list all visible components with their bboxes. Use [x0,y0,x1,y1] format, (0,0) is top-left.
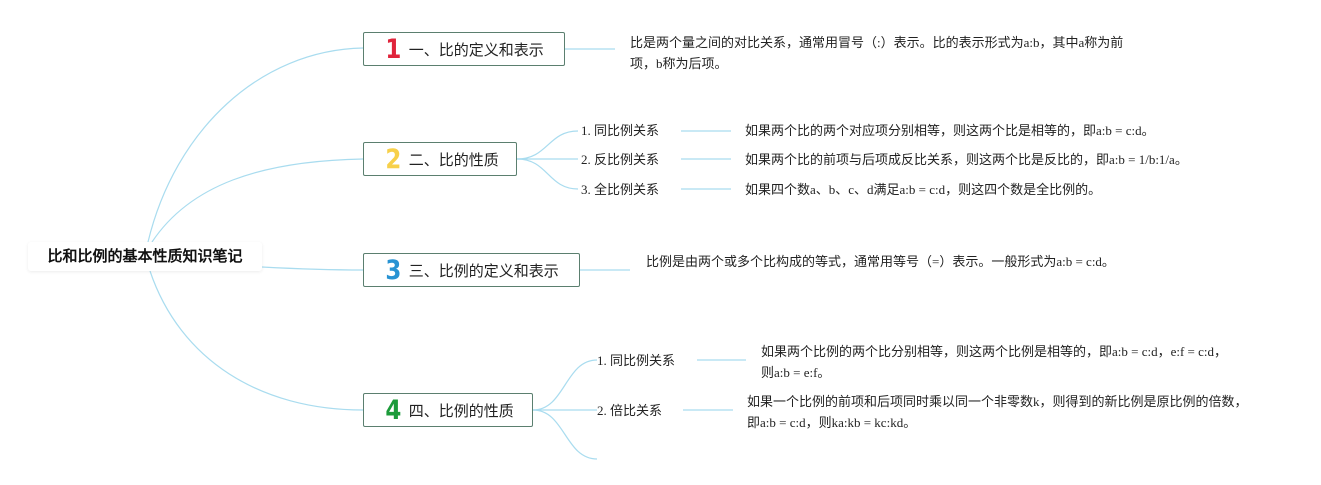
link-root-topic-3 [261,266,364,271]
link-root-topic-1 [147,47,364,243]
topic-4-sub-1-note: 如果两个比例的两个比分别相等，则这两个比例是相等的，即a:b = c:d，e:f… [761,344,1228,380]
topic-2-sub-3[interactable]: 3. 全比例关系 [581,182,660,197]
topic-1-note: 比是两个量之间的对比关系，通常用冒号（:）表示。比的表示形式为a:b，其中a称为… [630,35,1124,71]
topic-2-sub-1-note: 如果两个比的两个对应项分别相等，则这两个比是相等的，即a:b = c:d。 [745,123,1155,138]
number-two-icon: 2 [385,143,402,175]
link-topic-4-sub-1 [532,359,598,411]
topic-3-note: 比例是由两个或多个比构成的等式，通常用等号（=）表示。一般形式为a:b = c:… [646,254,1115,269]
topic-4-sub-2[interactable]: 2. 倍比关系 [597,403,663,418]
link-root-topic-4 [149,270,364,411]
link-root-topic-2 [151,158,364,243]
link-topic-2-sub-1 [516,130,579,160]
topic-3-label: 三、比例的定义和表示 [408,261,559,280]
number-one-icon: 1 [385,33,402,65]
topic-2-sub-3-note: 如果四个数a、b、c、d满足a:b = c:d，则这四个数是全比例的。 [745,182,1102,197]
topic-1-label: 一、比的定义和表示 [408,40,544,59]
number-three-icon: 3 [385,254,402,286]
topic-3[interactable]: 3 三、比例的定义和表示 [363,253,580,287]
topic-2[interactable]: 2 二、比的性质 [363,142,517,176]
topic-2-sub-1[interactable]: 1. 同比例关系 [581,123,660,138]
topic-2-label: 二、比的性质 [408,150,499,169]
topic-4-sub-1[interactable]: 1. 同比例关系 [597,353,676,368]
central-topic[interactable]: 比和比例的基本性质知识笔记 [28,242,262,271]
topic-4-label: 四、比例的性质 [408,401,514,420]
link-topic-4-sub-3 [532,409,598,460]
link-topic-2-sub-3 [516,158,579,190]
topic-2-sub-2[interactable]: 2. 反比例关系 [581,152,660,167]
number-four-icon: 4 [385,394,402,426]
topic-1[interactable]: 1 一、比的定义和表示 [363,32,565,66]
topic-4[interactable]: 4 四、比例的性质 [363,393,533,427]
topic-4-sub-2-note: 如果一个比例的前项和后项同时乘以同一个非零数k，则得到的新比例是原比例的倍数，即… [747,394,1248,430]
topic-2-sub-2-note: 如果两个比的前项与后项成反比关系，则这两个比是反比的，即a:b = 1/b:1/… [745,152,1188,167]
